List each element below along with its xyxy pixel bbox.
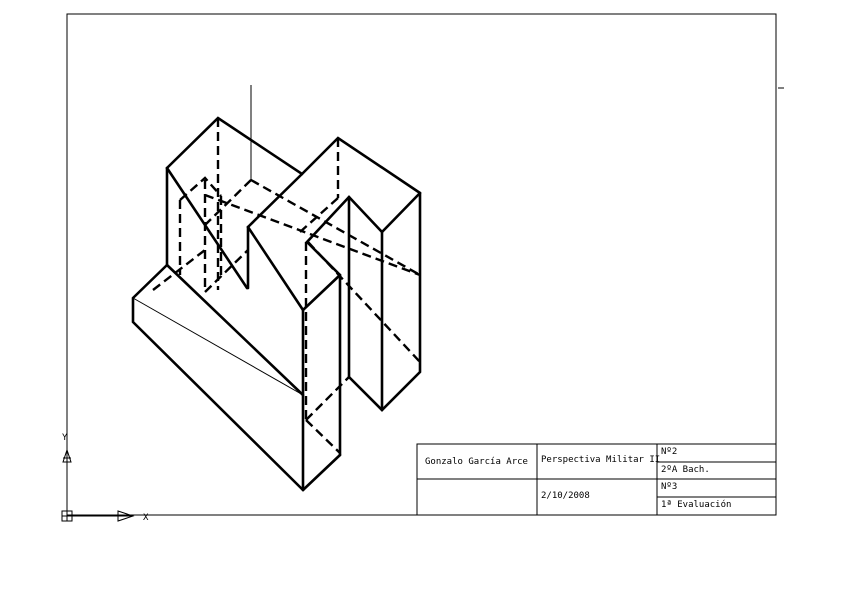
ucs-icon: Y X xyxy=(61,433,149,523)
term-text: 1ª Evaluación xyxy=(661,499,731,510)
exercise-number-text: Nº3 xyxy=(661,482,677,492)
drawing-title-text: Perspectiva Militar II xyxy=(541,455,660,465)
title-block: Gonzalo García Arce Perspectiva Militar … xyxy=(416,443,777,516)
course-text: 2ºA Bach. xyxy=(661,465,710,475)
author-text: Gonzalo García Arce xyxy=(425,457,528,467)
ucs-y-label: Y xyxy=(62,433,68,443)
isometric-drawing xyxy=(131,85,422,492)
drawing-frame xyxy=(66,13,777,516)
sheet-number-text: Nº2 xyxy=(661,447,677,457)
date-text: 2/10/2008 xyxy=(541,491,590,501)
ucs-x-label: X xyxy=(143,513,149,523)
